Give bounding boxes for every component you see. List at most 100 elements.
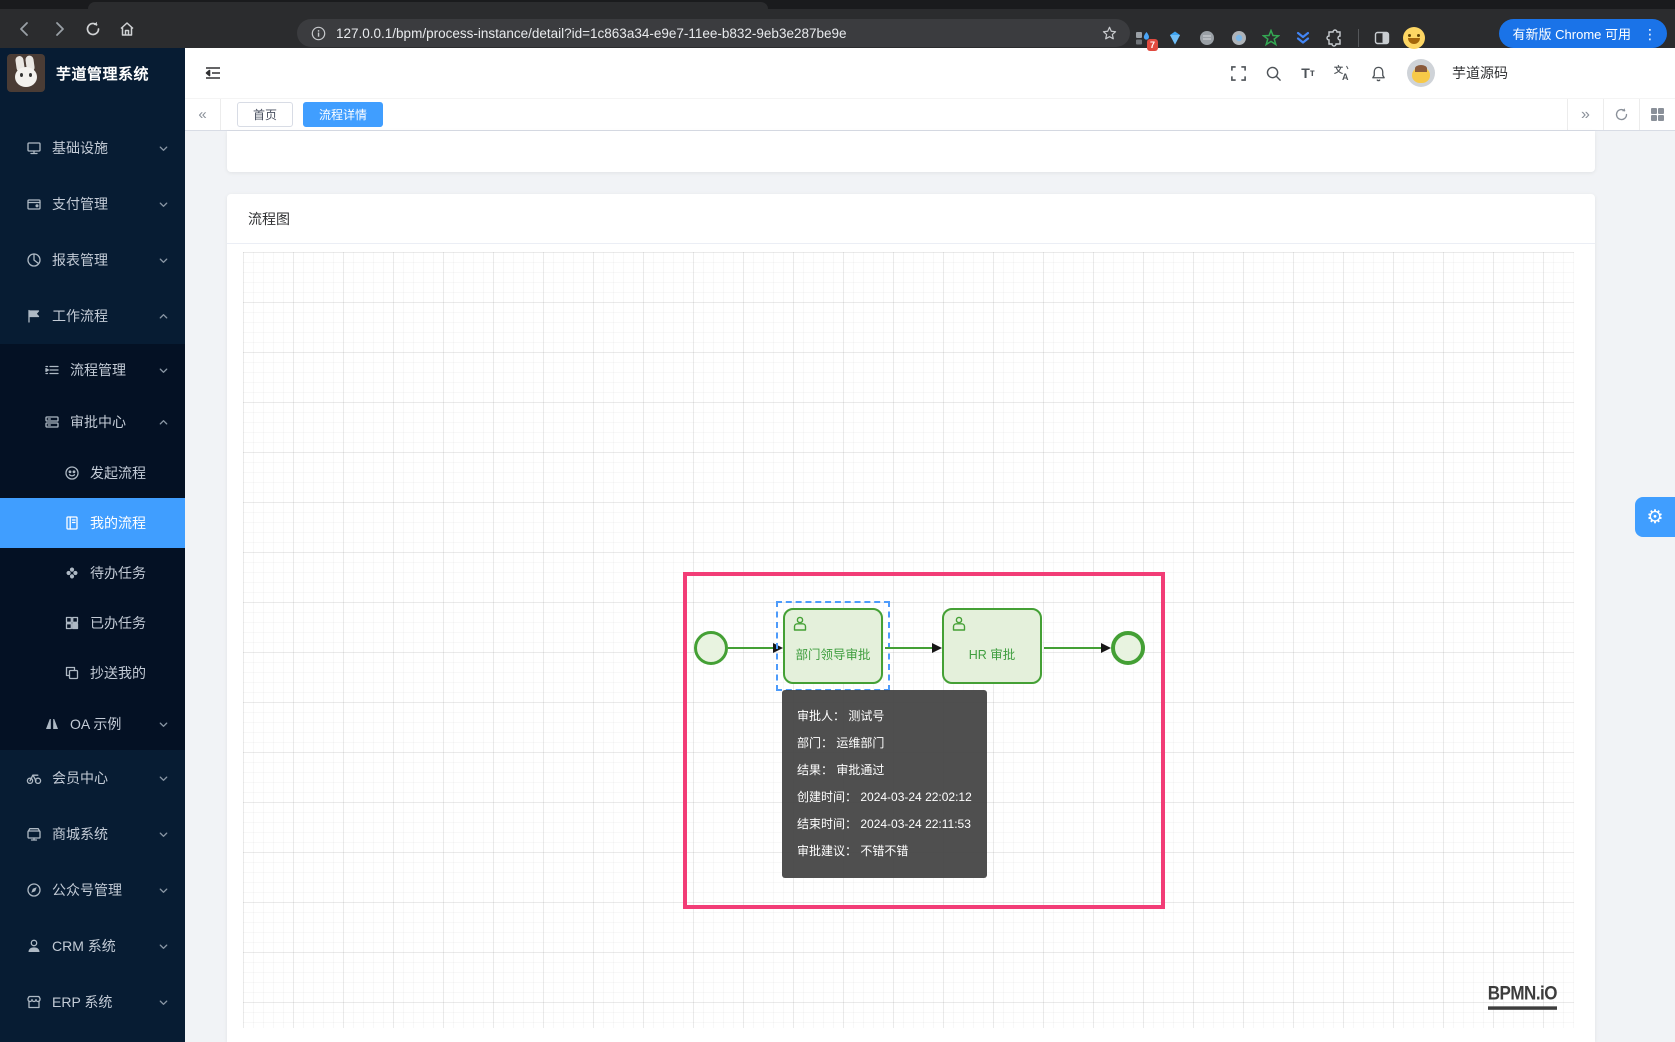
sidebar-item-label: 待办任务 (90, 563, 146, 583)
stack-icon (44, 414, 60, 430)
notebook-icon (64, 515, 80, 531)
layout-grid-icon[interactable] (1639, 99, 1675, 130)
sidebar-item-label: 已办任务 (90, 613, 146, 633)
tooltip-label: 结果： (797, 763, 833, 777)
sidebar-item-stack[interactable]: 审批中心 (0, 396, 185, 448)
grid-icon (64, 615, 80, 631)
browser-active-tab[interactable] (88, 2, 768, 9)
chrome-update-button[interactable]: 有新版 Chrome 可用 ⋮ (1499, 19, 1667, 48)
search-icon[interactable] (1263, 63, 1283, 83)
browser-profile-avatar[interactable] (1403, 27, 1425, 49)
back-icon[interactable] (8, 12, 42, 46)
bpmn-io-watermark[interactable]: BPMN.iO (1488, 982, 1557, 1010)
reload-icon[interactable] (76, 12, 110, 46)
tooltip-value: 不错不错 (857, 844, 908, 858)
bpmn-start-event[interactable] (694, 631, 728, 665)
sidebar-item-label: 我的流程 (90, 513, 146, 533)
gray-ball-icon[interactable] (1196, 27, 1218, 49)
sidebar-item-copy[interactable]: 抄送我的 (0, 648, 185, 698)
tooltip-value: 测试号 (845, 709, 884, 723)
sidebar-item-puzzle[interactable]: 待办任务 (0, 548, 185, 598)
arrowhead-icon (932, 643, 942, 653)
translate-icon[interactable]: 文A (1333, 63, 1353, 83)
sidebar-item-label: 流程管理 (70, 360, 126, 380)
chevron-down-icon (158, 199, 169, 210)
sidebar-item-notebook[interactable]: 我的流程 (0, 498, 185, 548)
sidebar-item-smiley[interactable]: 发起流程 (0, 448, 185, 498)
tooltip-value: 2024-03-24 22:02:12 (857, 790, 972, 804)
sidebar-item-grid[interactable]: 已办任务 (0, 598, 185, 648)
sidebar-item-workflow[interactable]: 工作流程 (0, 288, 185, 344)
sidebar-item-shop[interactable]: 商城系统 (0, 806, 185, 862)
arrowhead-icon (1101, 643, 1111, 653)
pie-chart-icon (26, 252, 42, 268)
bpmn-task-hr[interactable]: HR 审批 (942, 608, 1042, 684)
fullscreen-icon[interactable] (1228, 63, 1248, 83)
bpmn-canvas[interactable]: 部门领导审批 HR 审批 审批人： 测试号部门： 运维部门结果： 审批通过创建时… (243, 252, 1574, 1028)
tab-process-detail[interactable]: 流程详情 (303, 102, 383, 127)
gem-icon[interactable] (1164, 27, 1186, 49)
sidebar-item-monitor[interactable]: 基础设施 (0, 120, 185, 176)
sidebar: 芋道管理系统 基础设施支付管理报表管理工作流程流程管理审批中心发起流程我的流程待… (0, 48, 185, 1042)
sidebar-item-bicycle[interactable]: 会员中心 (0, 750, 185, 806)
refresh-tab-icon[interactable] (1603, 99, 1639, 130)
sidebar-item-pie-chart[interactable]: 报表管理 (0, 232, 185, 288)
tabs-scroll-right-icon[interactable]: » (1567, 99, 1603, 130)
url-text[interactable]: 127.0.0.1/bpm/process-instance/detail?id… (336, 26, 1101, 41)
sidebar-item-label: 发起流程 (90, 463, 146, 483)
user-avatar[interactable] (1407, 59, 1435, 87)
task-label: 部门领导审批 (785, 644, 881, 663)
record-ball-icon[interactable] (1228, 27, 1250, 49)
sidebar-item-wallet[interactable]: 支付管理 (0, 176, 185, 232)
chevron-down-icon (158, 885, 169, 896)
workflow-icon (26, 308, 42, 324)
bookmark-star-icon[interactable] (1101, 25, 1118, 42)
sidebar-item-store[interactable]: ERP 系统 (0, 974, 185, 1030)
tabs-scroll-left-icon[interactable]: « (185, 99, 221, 130)
app-logo-row[interactable]: 芋道管理系统 (0, 48, 185, 98)
copy-icon (64, 665, 80, 681)
bpmn-end-event[interactable] (1111, 631, 1145, 665)
tooltip-label: 创建时间： (797, 790, 857, 804)
tooltip-row: 结束时间： 2024-03-24 22:11:53 (797, 811, 972, 838)
flow-diagram-card: 流程图 部门领导审批 (227, 194, 1595, 1042)
chevron-down-icon (158, 997, 169, 1008)
adblock-icon[interactable]: 7 (1132, 27, 1154, 49)
compass-icon (26, 882, 42, 898)
sidebar-item-label: 抄送我的 (90, 663, 146, 683)
browser-menu-icon[interactable]: ⋮ (1639, 27, 1661, 41)
tooltip-label: 结束时间： (797, 817, 857, 831)
settings-gear-button[interactable]: ⚙ (1635, 497, 1675, 537)
forward-icon[interactable] (42, 12, 76, 46)
extensions-puzzle-icon[interactable] (1324, 27, 1346, 49)
tooltip-row: 审批建议： 不错不错 (797, 838, 972, 865)
sidebar-item-list[interactable]: 流程管理 (0, 344, 185, 396)
chevron-down-icon (158, 143, 169, 154)
site-info-icon[interactable] (311, 26, 326, 41)
home-icon[interactable] (110, 12, 144, 46)
menu-fold-icon[interactable] (201, 61, 225, 85)
address-bar[interactable]: 127.0.0.1/bpm/process-instance/detail?id… (297, 19, 1130, 47)
bell-icon[interactable] (1368, 63, 1388, 83)
sidebar-item-binoculars[interactable]: OA 示例 (0, 698, 185, 750)
font-size-icon[interactable]: Tт (1298, 63, 1318, 83)
sidebar-item-label: ERP 系统 (52, 992, 112, 1012)
sidebar-item-label: CRM 系统 (52, 936, 116, 956)
tab-home[interactable]: 首页 (237, 102, 293, 127)
green-star-icon[interactable] (1260, 27, 1282, 49)
bpmn-task-dept-leader[interactable]: 部门领导审批 (783, 608, 883, 684)
sidebar-menu: 基础设施支付管理报表管理工作流程流程管理审批中心发起流程我的流程待办任务已办任务… (0, 98, 185, 1030)
side-panel-icon[interactable] (1371, 27, 1393, 49)
user-icon (26, 938, 42, 954)
task-label: HR 审批 (944, 644, 1040, 663)
shop-icon (26, 826, 42, 842)
sidebar-item-user[interactable]: CRM 系统 (0, 918, 185, 974)
username[interactable]: 芋道源码 (1452, 63, 1508, 83)
browser-chrome: 127.0.0.1/bpm/process-instance/detail?id… (0, 0, 1675, 48)
chevron-down-icon (158, 829, 169, 840)
chevron-down-icon (158, 365, 169, 376)
double-chevron-icon[interactable] (1292, 27, 1314, 49)
browser-toolbar: 127.0.0.1/bpm/process-instance/detail?id… (0, 9, 1675, 48)
sidebar-item-compass[interactable]: 公众号管理 (0, 862, 185, 918)
extension-icons-row: 7 (1132, 18, 1425, 57)
